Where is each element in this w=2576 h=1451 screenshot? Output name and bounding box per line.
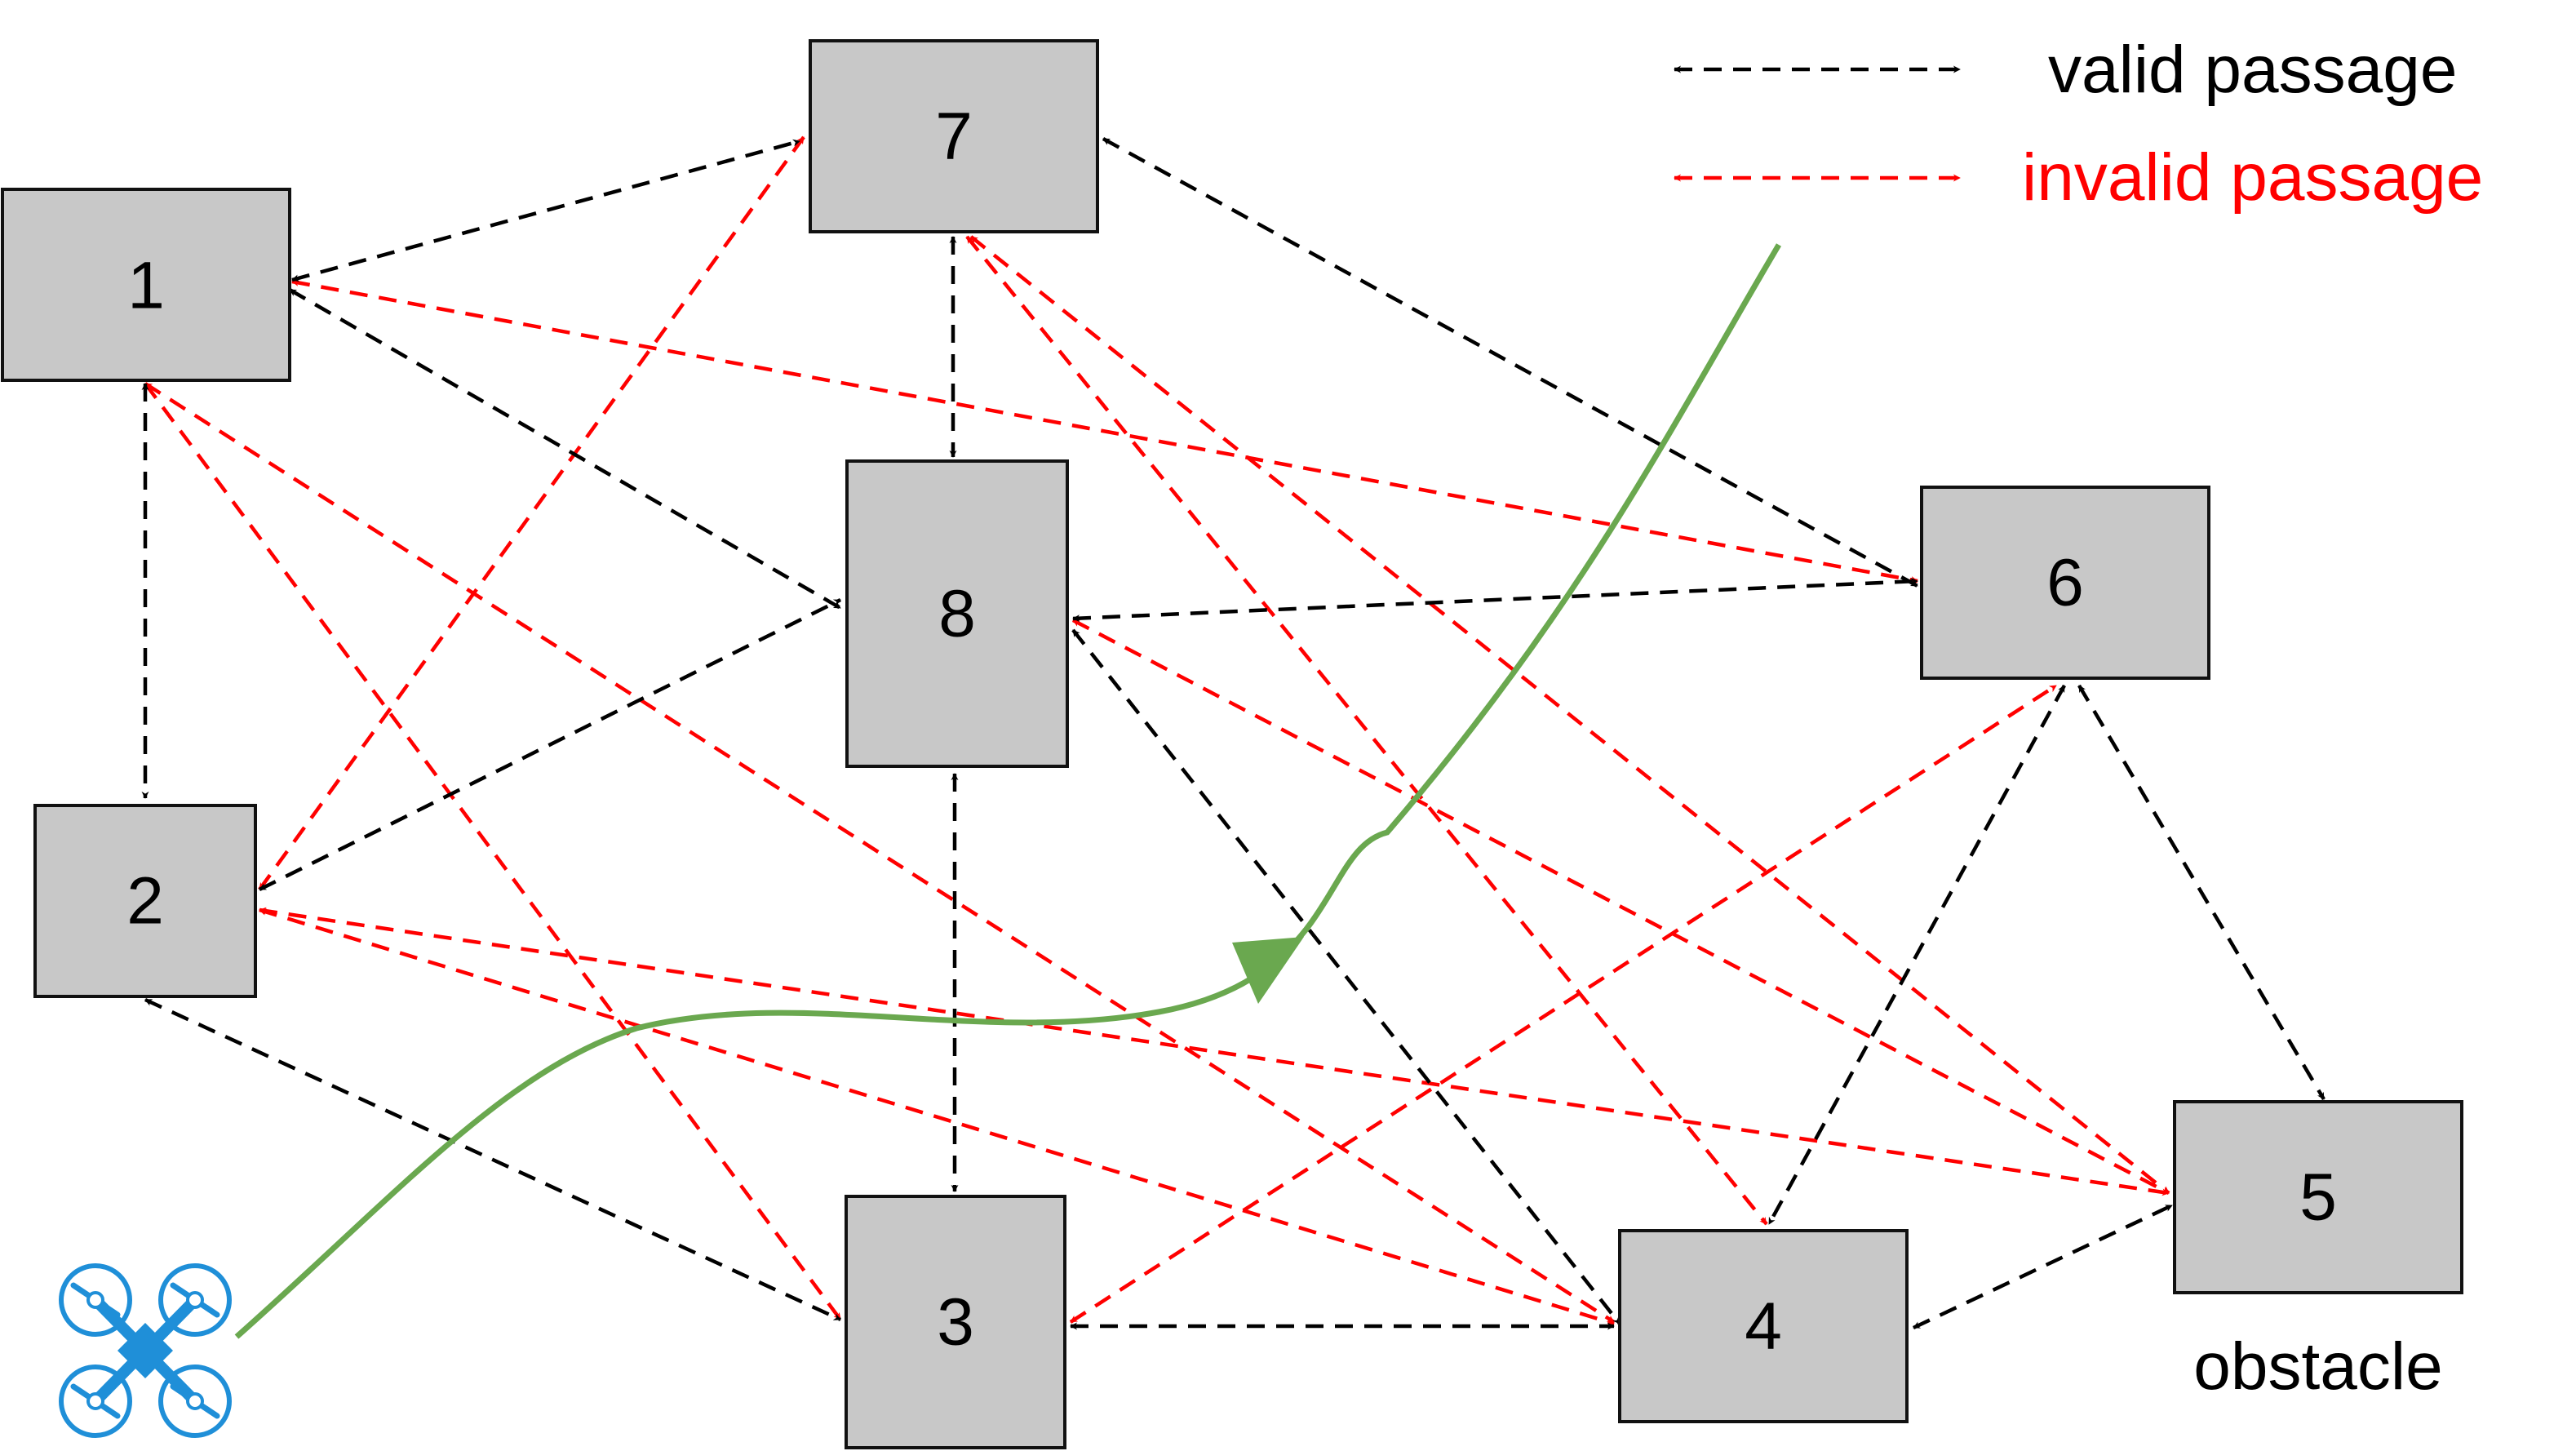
invalid-passage-7-5: [969, 235, 2170, 1195]
obstacle-2: 2: [33, 804, 257, 998]
obstacle-6-label: 6: [2046, 546, 2084, 620]
flight-path-arrowhead: [1232, 937, 1304, 1004]
obstacle-4-label: 4: [1745, 1289, 1782, 1364]
invalid-passage-2-5: [259, 907, 2170, 1196]
obstacle-5: 5: [2173, 1100, 2463, 1294]
invalid-passage-2-7: [258, 135, 805, 891]
valid-passage-8-4: [1071, 628, 1621, 1325]
flight-path: [234, 243, 1782, 1339]
obstacle-1: 1: [1, 188, 291, 382]
legend-invalid-label: invalid passage: [2022, 140, 2483, 215]
valid-passage-8-6: [1072, 577, 1918, 623]
valid-passage-2-3: [144, 997, 841, 1322]
legend: valid passage invalid passage: [1674, 33, 2483, 215]
valid-passage-7-6: [1102, 137, 1919, 588]
obstacle-5-label: 5: [2299, 1160, 2337, 1235]
quadcopter-drone-icon: [59, 1263, 232, 1438]
obstacle-8-label: 8: [938, 577, 976, 651]
obstacle-7-label: 7: [935, 100, 973, 174]
valid-passage-edges: [141, 137, 2325, 1330]
valid-passage-6-4: [1767, 684, 2066, 1226]
obstacle-4: 4: [1618, 1229, 1909, 1423]
valid-passage-2-8: [258, 597, 842, 892]
obstacle-1-label: 1: [127, 249, 165, 323]
obstacle-6: 6: [1920, 486, 2210, 680]
invalid-passage-8-5: [1071, 619, 2170, 1195]
obstacle-8: 8: [845, 459, 1069, 768]
valid-passage-1-7: [291, 139, 800, 282]
obstacle-3-label: 3: [937, 1285, 974, 1360]
valid-passage-1-8: [288, 288, 842, 610]
valid-passage-6-5: [2077, 684, 2325, 1101]
obstacle-2-label: 2: [126, 864, 164, 938]
obstacle-3: 3: [845, 1195, 1066, 1449]
obstacle-7: 7: [809, 39, 1099, 233]
invalid-passage-3-6: [1069, 684, 2058, 1324]
legend-valid-label: valid passage: [2048, 33, 2457, 107]
obstacle-caption: obstacle: [2193, 1329, 2442, 1404]
valid-passage-4-5: [1913, 1203, 2173, 1330]
